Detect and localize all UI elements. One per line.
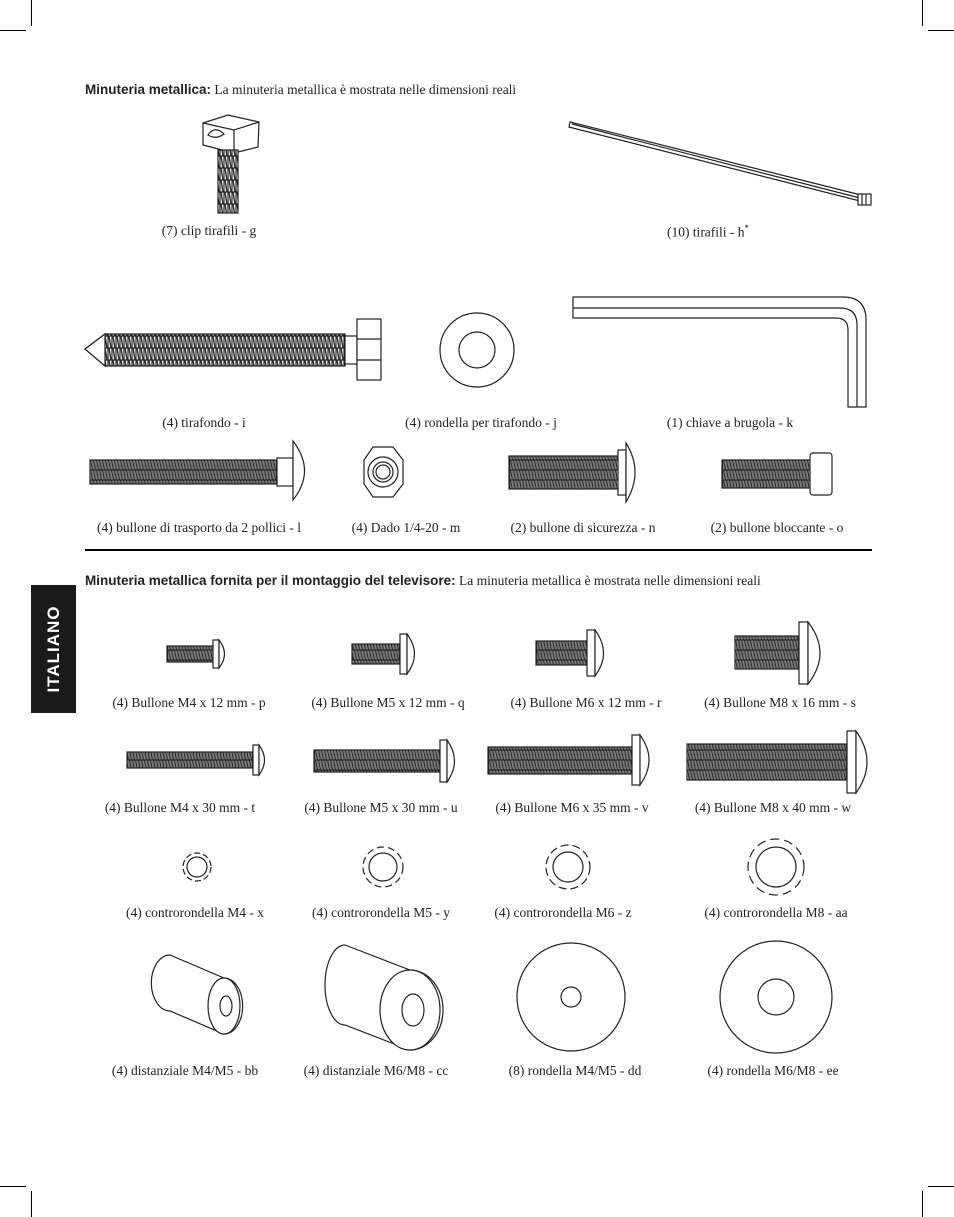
caption-dd: (8) rondella M4/M5 - dd: [508, 1063, 642, 1078]
lock-washer-m4-icon: [182, 852, 212, 882]
caption-t: (4) Bullone M4 x 30 mm - t: [104, 800, 256, 815]
section-divider: [85, 549, 872, 551]
section1-subtitle: La minuteria metallica è mostrata nelle …: [214, 82, 517, 97]
bolt-m4-30-icon: [126, 743, 266, 777]
hex-nut-icon: [363, 446, 404, 498]
caption-l: (4) bullone di trasporto da 2 pollici - …: [97, 520, 301, 535]
caption-r: (4) Bullone M6 x 12 mm - r: [510, 695, 662, 710]
caption-cc: (4) distanziale M6/M8 - cc: [303, 1063, 449, 1078]
caption-k: (1) chiave a brugola - k: [666, 415, 794, 430]
crop-mark: [928, 1186, 954, 1187]
cable-clip-icon: [202, 114, 260, 214]
caption-h-text: (10) tirafili - h: [666, 224, 745, 240]
socket-bolt-icon: [721, 452, 833, 496]
lock-washer-m6-icon: [545, 844, 591, 890]
caption-aa: (4) controrondella M8 - aa: [704, 905, 848, 920]
caption-h-note: *: [744, 223, 750, 233]
section1-title: Minuteria metallica:: [85, 82, 212, 97]
lag-washer-icon: [439, 312, 515, 388]
caption-w: (4) Bullone M8 x 40 mm - w: [694, 800, 852, 815]
bolt-m5-12-icon: [351, 632, 416, 676]
crop-mark: [0, 1186, 26, 1187]
caption-z: (4) controrondella M6 - z: [494, 905, 632, 920]
lock-washer-m5-icon: [362, 846, 404, 888]
caption-y: (4) controrondella M5 - y: [312, 905, 450, 920]
bolt-m8-16-icon: [734, 620, 821, 686]
crop-mark: [922, 1191, 923, 1217]
section2-subtitle: La minuteria metallica è mostrata nelle …: [458, 573, 761, 588]
carriage-bolt-icon: [89, 439, 305, 502]
bolt-m4-12-icon: [166, 638, 226, 670]
caption-g: (7) clip tirafili - g: [161, 223, 257, 238]
crop-mark: [0, 30, 26, 31]
caption-i: (4) tirafondo - i: [162, 415, 246, 430]
caption-m: (4) Dado 1/4-20 - m: [351, 520, 461, 535]
caption-n: (2) bullone di sicurezza - n: [510, 520, 656, 535]
language-tab: ITALIANO: [31, 585, 76, 713]
bolt-m6-35-icon: [487, 733, 650, 787]
caption-s: (4) Bullone M8 x 16 mm - s: [704, 695, 856, 710]
crop-mark: [928, 30, 954, 31]
spacer-m4m5-icon: [150, 954, 244, 1035]
caption-p: (4) Bullone M4 x 12 mm - p: [112, 695, 266, 710]
bolt-m8-40-icon: [686, 729, 868, 795]
crop-mark: [922, 0, 923, 26]
washer-m4m5-icon: [516, 942, 626, 1052]
section2-title: Minuteria metallica fornita per il monta…: [85, 573, 456, 588]
bolt-m5-30-icon: [313, 738, 456, 784]
section1-heading: Minuteria metallica: La minuteria metall…: [85, 82, 516, 98]
caption-q: (4) Bullone M5 x 12 mm - q: [311, 695, 465, 710]
section2-heading: Minuteria metallica fornita per il monta…: [85, 573, 761, 589]
cable-tie-icon: [568, 121, 872, 206]
crop-mark: [31, 1191, 32, 1217]
caption-j: (4) rondella per tirafondo - j: [405, 415, 557, 430]
lag-bolt-icon: [84, 318, 382, 381]
bolt-m6-12-icon: [535, 628, 605, 678]
caption-o: (2) bullone bloccante - o: [710, 520, 844, 535]
caption-ee: (4) rondella M6/M8 - ee: [707, 1063, 839, 1078]
caption-u: (4) Bullone M5 x 30 mm - u: [304, 800, 458, 815]
washer-m6m8-icon: [719, 940, 833, 1054]
security-bolt-icon: [508, 440, 636, 505]
crop-mark: [31, 0, 32, 26]
caption-bb: (4) distanziale M4/M5 - bb: [111, 1063, 259, 1078]
caption-x: (4) controrondella M4 - x: [126, 905, 264, 920]
lock-washer-m8-icon: [747, 838, 805, 896]
spacer-m6m8-icon: [324, 944, 444, 1051]
caption-h: (10) tirafili - h*: [667, 223, 749, 241]
hex-key-icon: [572, 296, 867, 408]
caption-v: (4) Bullone M6 x 35 mm - v: [495, 800, 649, 815]
